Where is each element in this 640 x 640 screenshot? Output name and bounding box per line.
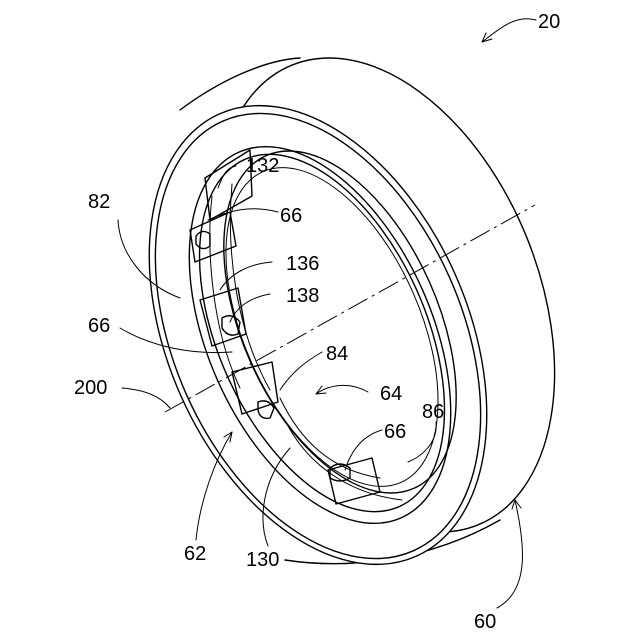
label-60: 60: [474, 611, 496, 633]
label-138: 138: [286, 285, 319, 307]
label-66c: 66: [384, 421, 406, 443]
label-136: 136: [286, 253, 319, 275]
label-20: 20: [538, 11, 560, 33]
label-84: 84: [326, 343, 348, 365]
label-82: 82: [88, 191, 110, 213]
label-64: 64: [380, 383, 402, 405]
leader-20: [482, 19, 536, 42]
label-130: 130: [246, 549, 279, 571]
label-86: 86: [422, 401, 444, 423]
leader-60: [497, 500, 523, 608]
label-132: 132: [246, 155, 279, 177]
label-200: 200: [74, 377, 107, 399]
label-66a: 66: [280, 205, 302, 227]
label-62: 62: [184, 543, 206, 565]
leader-200: [122, 388, 170, 408]
label-66b: 66: [88, 315, 110, 337]
